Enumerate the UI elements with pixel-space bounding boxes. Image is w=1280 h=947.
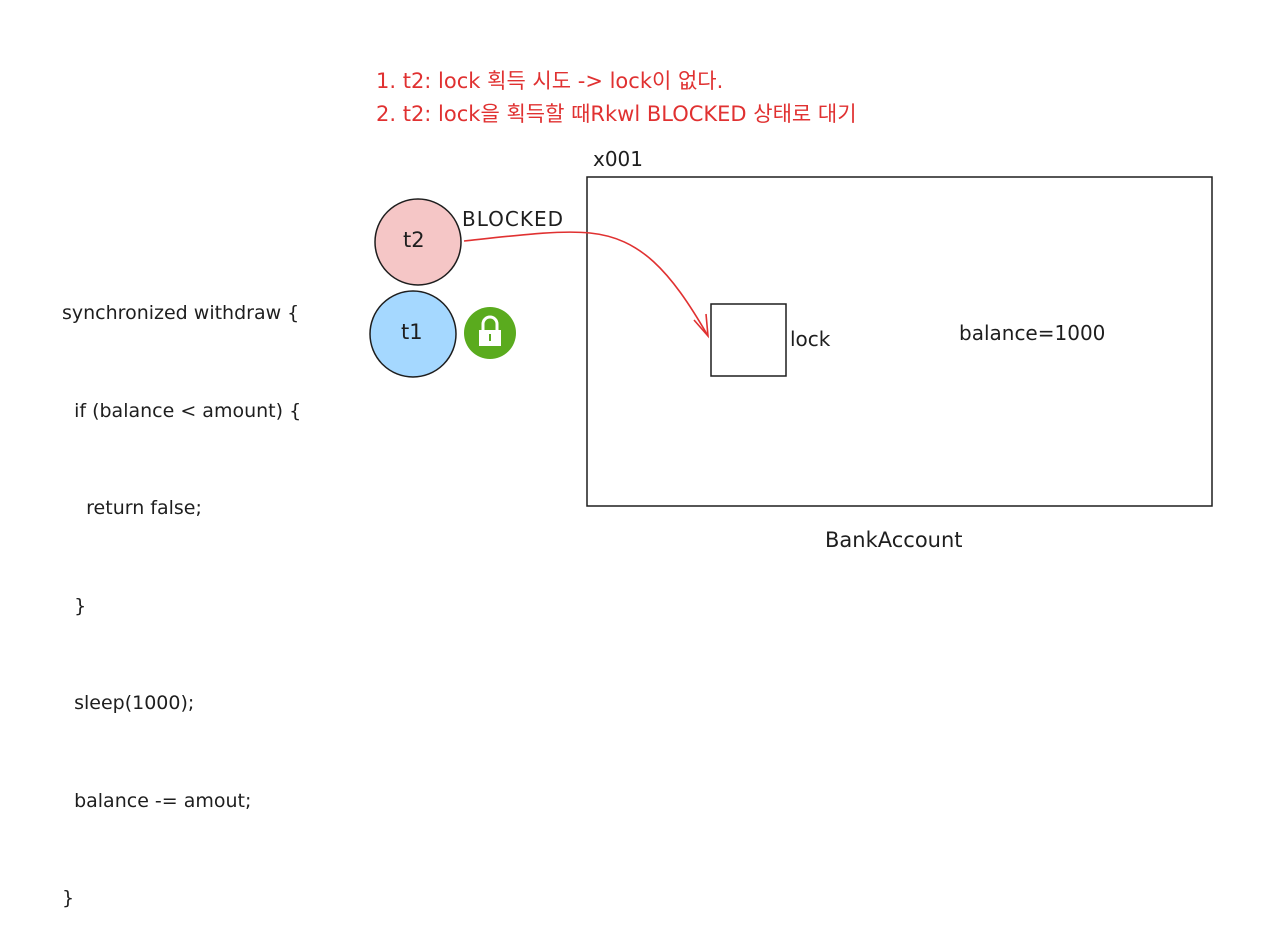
thread-t1-circle — [369, 290, 457, 378]
lock-icon — [464, 307, 516, 359]
class-name-label: BankAccount — [825, 528, 963, 552]
thread-t1-label: t1 — [401, 320, 423, 344]
thread-t2-label: t2 — [403, 228, 425, 252]
lock-box — [710, 303, 787, 377]
code-line: } — [62, 887, 75, 909]
code-line: synchronized withdraw { — [62, 302, 300, 324]
code-line: sleep(1000); — [62, 692, 195, 714]
instance-address: x001 — [593, 147, 644, 171]
code-line: if (balance < amount) { — [62, 399, 302, 422]
blocked-label: BLOCKED — [462, 207, 565, 231]
instance-box — [586, 176, 1213, 507]
diagram-shapes — [369, 176, 1213, 507]
note-step-1: 1. t2: lock 획득 시도 -> lock이 없다. — [376, 69, 724, 93]
thread-t2-circle — [374, 198, 462, 286]
balance-field: balance=1000 — [959, 321, 1106, 345]
code-line: balance -= amout; — [62, 789, 252, 812]
code-line: return false; — [62, 497, 202, 519]
lock-label: lock — [790, 327, 831, 351]
arrow-head — [693, 313, 710, 339]
blocked-arrow — [463, 231, 709, 337]
note-step-2: 2. t2: lock을 획득할 때Rkwl BLOCKED 상태로 대기 — [376, 102, 857, 126]
code-line: } — [62, 594, 87, 617]
